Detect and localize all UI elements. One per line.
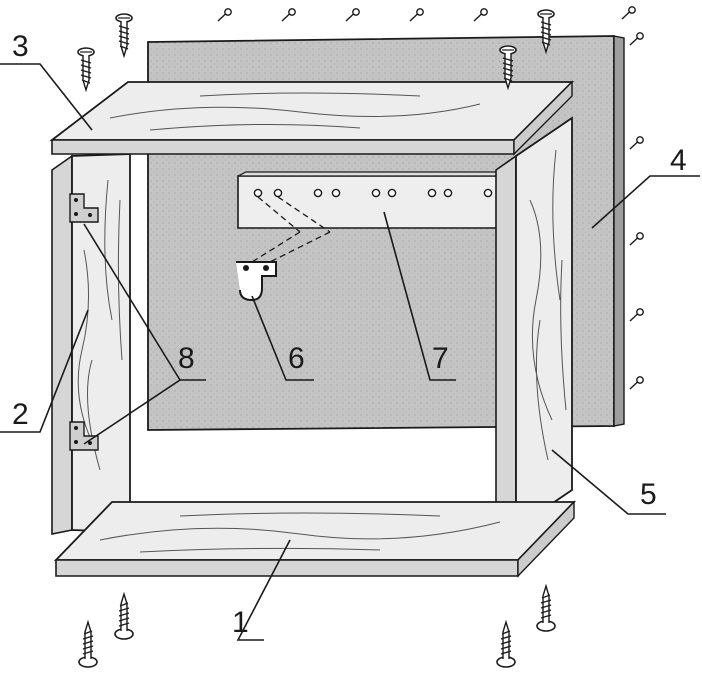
label-corner-brackets: 8	[178, 342, 195, 375]
label-top-panel: 3	[12, 30, 29, 63]
label-hook: 6	[288, 342, 305, 375]
leader-lines	[0, 63, 700, 641]
rail-holes	[253, 188, 493, 198]
screws-bottom	[78, 585, 556, 668]
top-panel	[49, 80, 575, 156]
part-labels: 3 4 2 8 6 7 5 1	[12, 30, 687, 639]
label-bottom-panel: 1	[232, 606, 249, 639]
label-back-panel: 4	[670, 144, 687, 177]
label-hanging-rail: 7	[432, 342, 449, 375]
label-left-side-panel: 2	[12, 398, 29, 431]
hanging-rail	[237, 171, 509, 233]
bottom-panel	[53, 500, 577, 578]
label-right-side-panel: 5	[640, 478, 657, 511]
right-side-panel	[495, 116, 573, 531]
left-side-panel	[51, 153, 131, 535]
